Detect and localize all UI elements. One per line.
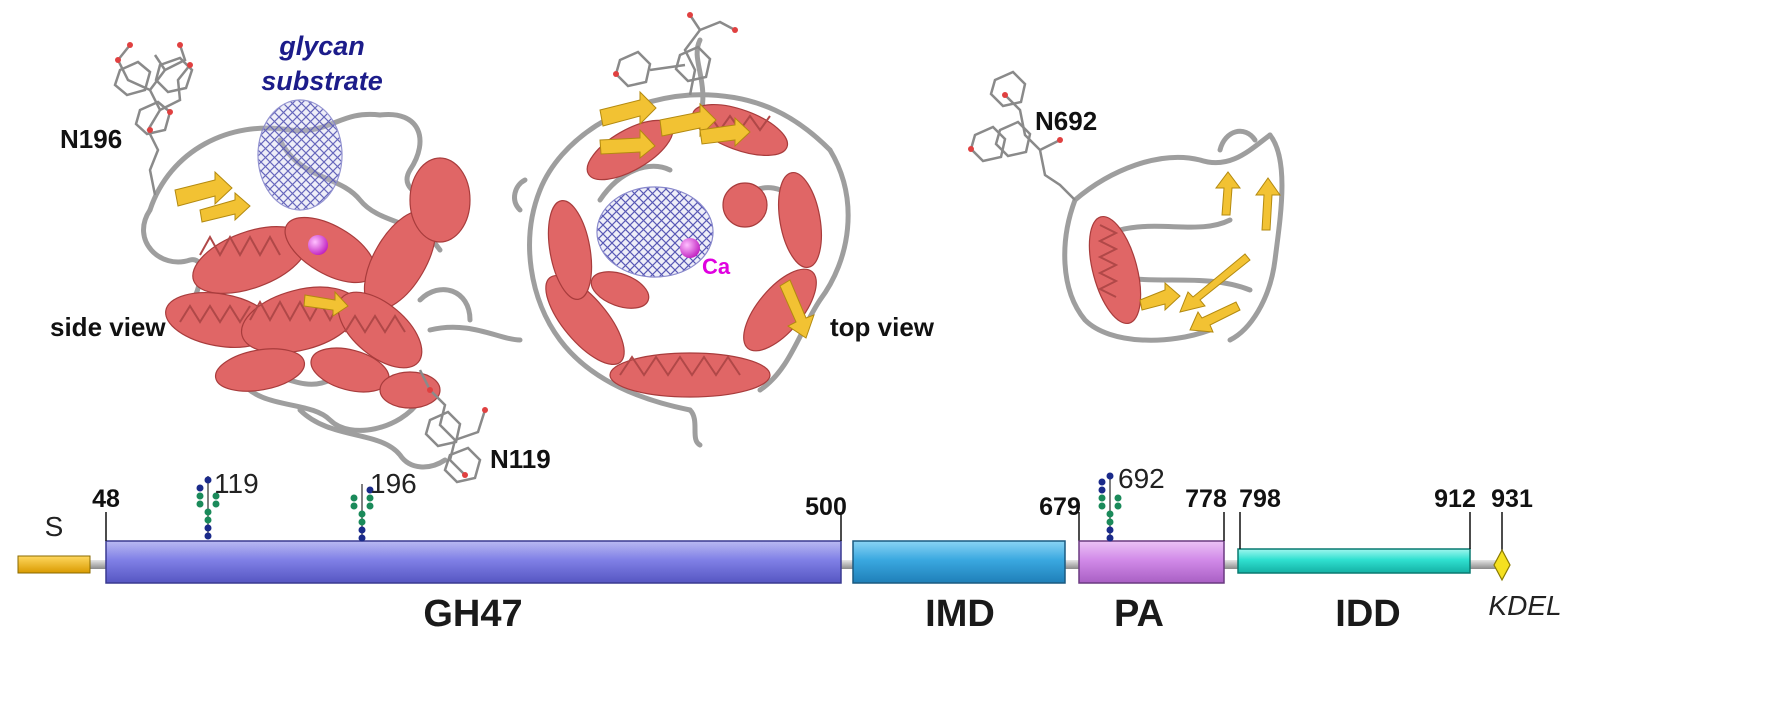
pa-domain-structure	[968, 70, 1285, 343]
glycan-top-sticks	[614, 14, 736, 96]
idd-start-position: 798	[1239, 485, 1281, 513]
n692-label: N692	[1035, 106, 1097, 136]
top-view-structure	[512, 12, 851, 448]
glycan-label-line2: substrate	[261, 66, 383, 96]
kdel-motif-diamond	[1493, 548, 1511, 582]
domain-gh47-label: GH47	[423, 593, 522, 635]
calcium-ion-side	[308, 235, 328, 255]
domain-map: S 48 500 GH47 679 IMD 778 PA 798 912 IDD…	[17, 463, 1562, 635]
c-terminus-position: 931	[1491, 485, 1533, 513]
signal-peptide-label: S	[45, 511, 64, 542]
side-view-label: side view	[50, 312, 166, 342]
glycan-site-196-label: 196	[370, 468, 417, 499]
domain-idd-label: IDD	[1335, 593, 1400, 635]
glycan-site-196-icon	[350, 484, 374, 542]
idd-end-position: 912	[1434, 485, 1476, 513]
gh47-start-position: 48	[92, 485, 120, 513]
calcium-ion-top	[680, 238, 700, 258]
n196-label: N196	[60, 124, 122, 154]
glycan-n692-sticks	[969, 70, 1076, 201]
domain-idd-bar	[1237, 548, 1471, 574]
glycan-site-692-label: 692	[1118, 463, 1165, 494]
signal-peptide-bar	[17, 555, 91, 574]
glycan-site-119-label: 119	[214, 468, 259, 499]
top-view-label: top view	[830, 312, 935, 342]
glycan-site-119-icon	[196, 476, 220, 540]
domain-pa-label: PA	[1114, 593, 1164, 635]
pa-end-position: 778	[1185, 485, 1227, 513]
n119-label: N119	[490, 444, 551, 474]
imd-end-position: 679	[1039, 493, 1081, 521]
glycan-site-692-icon	[1098, 472, 1122, 542]
glycan-label-line1: glycan	[278, 31, 365, 61]
domain-gh47-bar	[105, 540, 842, 584]
glycan-n196-sticks	[113, 44, 194, 196]
domain-pa-bar	[1078, 540, 1225, 584]
kdel-motif-label: KDEL	[1488, 590, 1561, 621]
side-view-structure	[113, 42, 523, 484]
domain-imd-bar	[852, 540, 1066, 584]
domain-imd-label: IMD	[925, 593, 995, 635]
calcium-label: Ca	[702, 254, 731, 279]
gh47-end-position: 500	[805, 493, 847, 521]
